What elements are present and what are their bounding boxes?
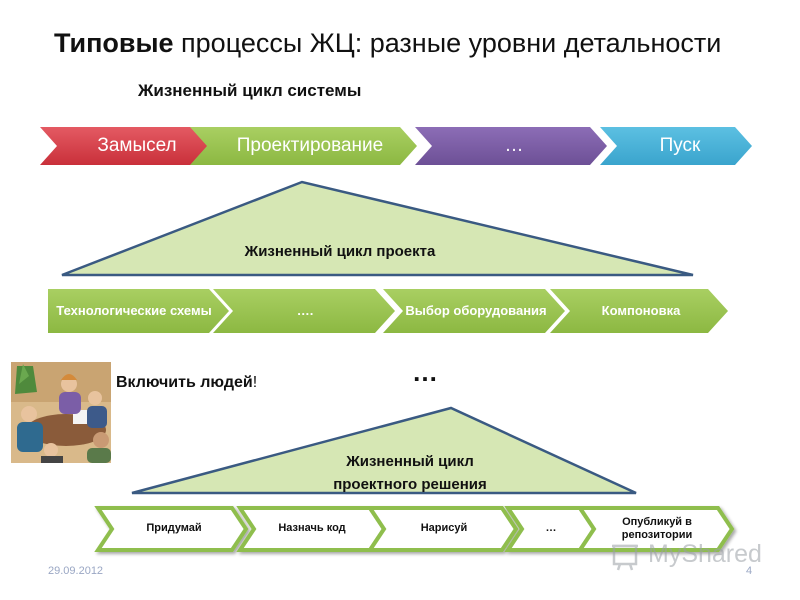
watermark-text: MyShared — [648, 540, 762, 568]
stage-label-ellipsis: … — [504, 135, 524, 156]
decision-chevron-1 — [94, 506, 249, 552]
project-stage-label-4: Компоновка — [601, 302, 681, 318]
chevron-pusk — [600, 127, 752, 165]
chevron-ellipsis — [415, 127, 607, 165]
project-chevron-3 — [383, 289, 565, 333]
project-lifecycle-label: Жизненный цикл проекта — [244, 243, 436, 261]
system-lifecycle-heading: Жизненный цикл системы — [138, 81, 362, 100]
myshared-watermark: MyShared — [610, 538, 770, 572]
project-chevron-4 — [550, 289, 728, 333]
decision-label-line1: Жизненный цикл — [346, 453, 474, 470]
stage-label-pusk: Пуск — [659, 135, 701, 156]
decision-step-label-2: Назначь код — [278, 522, 346, 535]
project-chevron-2 — [213, 289, 395, 333]
decision-triangle — [131, 406, 637, 495]
meeting-people-icon — [11, 362, 111, 463]
project-stage-label-2: …. — [296, 302, 314, 318]
decision-step-label-1: Придумай — [146, 522, 202, 535]
stage-label-zamysel: Замысел — [97, 135, 177, 156]
decision-lifecycle-label: Жизненный цикл проектного решения — [300, 450, 520, 497]
project-stage-label-1: Технологические схемы — [56, 302, 212, 318]
include-people-text: Включить людей! — [116, 374, 258, 391]
decision-step-label-5: Опубликуй в репозитории — [621, 515, 693, 541]
decision-step-label-4: … — [545, 522, 557, 535]
slide-number: 4 — [746, 565, 753, 577]
decision-chevron-5 — [576, 506, 735, 552]
chevron-zamysel — [40, 127, 222, 165]
decision-step-label-3: Нарисуй — [420, 522, 468, 535]
slide-date: 29.09.2012 — [48, 565, 104, 577]
project-chevron-1 — [48, 289, 229, 333]
project-triangle — [61, 180, 694, 277]
page-title: Типовые процессы ЖЦ: разные уровни детал… — [54, 28, 722, 58]
watermark-logo-icon — [612, 544, 638, 571]
ellipsis-text: … — [412, 357, 439, 387]
decision-chevron-3 — [366, 506, 519, 552]
decision-label-line2: проектного решения — [333, 476, 487, 494]
chevron-proektirovanie — [190, 127, 417, 165]
stage-label-proektirovanie: Проектирование — [236, 135, 384, 156]
project-stage-label-3: Выбор оборудования — [405, 302, 547, 318]
